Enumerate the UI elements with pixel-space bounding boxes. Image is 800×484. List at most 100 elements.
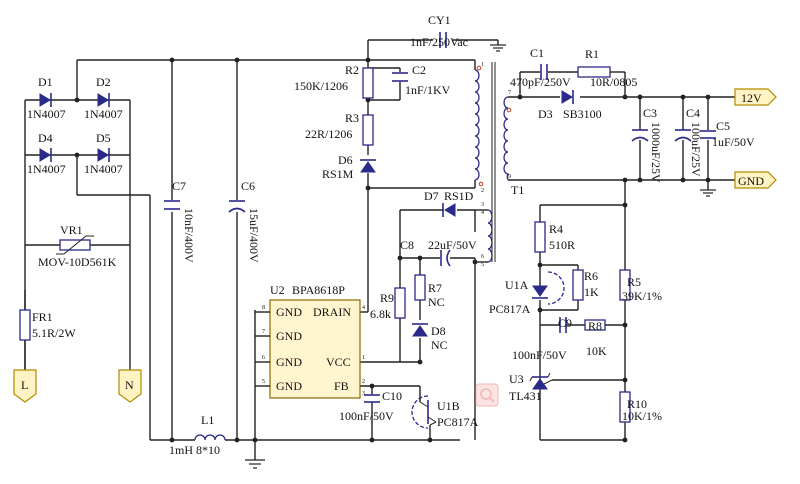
r2-value: 150K/1206 [294, 79, 348, 93]
resistor-r9: R9 6.8k [370, 287, 406, 321]
fr1-value: 5.1R/2W [32, 326, 76, 340]
resistor-r7: R7 NC [414, 274, 445, 309]
d3-ref: D3 [538, 107, 553, 121]
u2-pin-fb: FB [334, 379, 349, 393]
u1a-value: PC817A [489, 302, 531, 316]
c1-value: 470pF/250V [510, 75, 571, 89]
c1-ref: C1 [530, 46, 544, 60]
r7-ref: R7 [428, 281, 442, 295]
diode-d5: D5 1N4007 [84, 131, 123, 176]
output-12v-label: 12V [741, 91, 762, 105]
d3-value: SB3100 [563, 107, 602, 121]
t1-pin-1: 1 [481, 62, 484, 68]
c5-value: 1uF/50V [712, 135, 755, 149]
junction-dots [74, 57, 711, 443]
capacitor-c1: C1 470pF/250V [510, 46, 571, 89]
r9-value: 6.8k [370, 307, 391, 321]
capacitor-c5: C5 1uF/50V [700, 119, 755, 149]
d2-ref: D2 [96, 75, 111, 89]
r3-value: 22R/1206 [305, 127, 352, 141]
c8-ref: C8 [400, 238, 414, 252]
cy1-ref: CY1 [428, 13, 451, 27]
r9-ref: R9 [380, 291, 394, 305]
capacitor-c4: C4 100uF/25V [674, 106, 703, 177]
d1-value: 1N4007 [27, 107, 66, 121]
optocoupler-u1a: U1A PC817A [489, 271, 565, 316]
r4-ref: R4 [549, 222, 563, 236]
c5-ref: C5 [716, 119, 730, 133]
varistor-vr1: VR1 MOV-10D561K [38, 223, 117, 269]
vr1-value: MOV-10D561K [38, 255, 117, 269]
u2-value: BPA8618P [292, 283, 345, 297]
u2-pinno-1: 1 [362, 355, 365, 361]
u2-pin-gnd-6: GND [276, 355, 302, 369]
l1-value: 1mH 8*10 [169, 443, 220, 457]
c10-value: 100nF/50V [339, 409, 394, 423]
resistor-r3: R3 22R/1206 [305, 111, 374, 146]
d8-value: NC [431, 338, 448, 352]
ic-u2: GND GND GND GND DRAIN VCC FB 8 7 6 5 4 1… [255, 283, 365, 399]
c6-ref: C6 [241, 179, 255, 193]
c4-value: 100uF/25V [689, 122, 703, 177]
r1-ref: R1 [585, 47, 599, 61]
cy1-value: 1nF/250Vac [410, 35, 468, 49]
r7-value: NC [428, 295, 445, 309]
watermark [475, 383, 499, 407]
resistor-r8: R8 10K [584, 319, 607, 358]
u2-pinno-2: 2 [362, 379, 365, 385]
u2-pinno-8: 8 [262, 305, 265, 311]
resistor-r6: R6 1K [572, 269, 599, 301]
r2-ref: R2 [345, 63, 359, 77]
u2-pinno-4: 4 [362, 305, 365, 311]
t1-pin-4: 4 [481, 210, 484, 216]
diode-d6: D6 RS1M [322, 153, 376, 181]
d7-ref: D7 [424, 189, 439, 203]
u2-pinno-3: 3 [362, 391, 365, 397]
u1a-ref: U1A [505, 278, 529, 292]
t1-pin-3: 3 [481, 202, 484, 208]
resistor-r2: R2 150K/1206 [294, 63, 374, 99]
c7-value: 10nF/400V [182, 208, 196, 263]
diode-d8: D8 NC [412, 323, 448, 352]
t1-pin-7: 7 [508, 90, 511, 96]
search-icon [480, 388, 495, 403]
t1-pin-5: 5 [481, 262, 484, 268]
u2-pin-gnd-7: GND [276, 329, 302, 343]
output-connector-gnd: GND [734, 171, 777, 189]
c10-ref: C10 [382, 389, 402, 403]
r6-value: 1K [584, 285, 599, 299]
ground-symbol-cy1 [490, 44, 506, 52]
d5-ref: D5 [96, 131, 111, 145]
capacitor-c3: C3 1000uF/25V [631, 106, 663, 183]
capacitor-c9: C9 100nF/50V [512, 316, 572, 362]
connector-neutral-label: N [125, 378, 134, 392]
r4-value: 510R [549, 238, 575, 252]
resistor-r5: R5 39K/1% [619, 269, 662, 303]
c3-value: 1000uF/25V [649, 122, 663, 183]
d6-ref: D6 [338, 153, 353, 167]
fuse-resistor-fr1: FR1 5.1R/2W [19, 309, 76, 341]
r5-ref: R5 [627, 275, 641, 289]
t1-pin-6: 6 [481, 254, 484, 260]
inductor-l1: L1 1mH 8*10 [169, 413, 226, 457]
fr1-ref: FR1 [32, 310, 53, 324]
u2-pin-gnd-8: GND [276, 305, 302, 319]
u2-pinno-7: 7 [262, 329, 265, 335]
diode-d7: D7 RS1D [420, 189, 474, 217]
resistor-r4: R4 510R [534, 221, 575, 253]
c7-ref: C7 [172, 179, 186, 193]
c8-value: 22uF/50V [428, 238, 477, 252]
capacitor-c8: C8 22uF/50V [400, 238, 477, 267]
capacitor-c6: C6 15uF/400V [228, 179, 261, 263]
t1-pin-2: 2 [481, 188, 484, 194]
connector-line-label: L [21, 378, 28, 392]
r10-value: 10K/1% [622, 409, 662, 423]
capacitor-cy1: CY1 1nF/250Vac [410, 13, 468, 49]
connector-line: L [13, 369, 37, 403]
c4-ref: C4 [686, 106, 700, 120]
u2-pin-drain: DRAIN [313, 305, 351, 319]
vr1-ref: VR1 [60, 223, 83, 237]
resistor-r1: R1 10R/0805 [577, 47, 637, 89]
u2-pin-vcc: VCC [326, 355, 351, 369]
